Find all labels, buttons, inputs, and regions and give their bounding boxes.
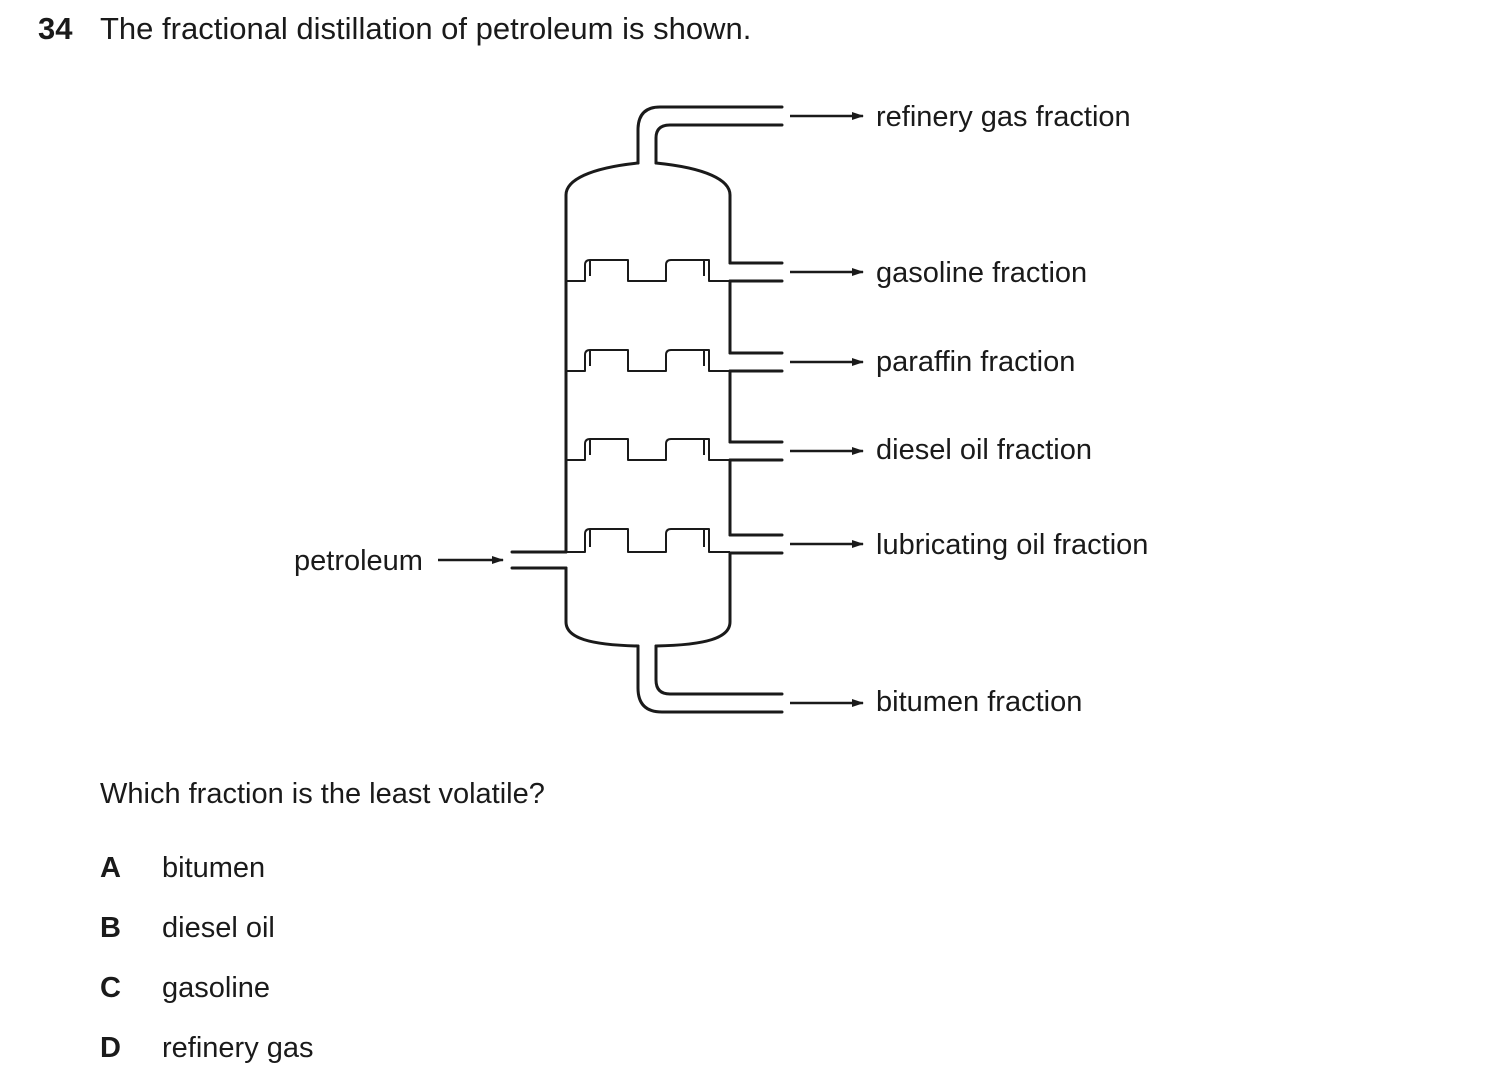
arrows (438, 112, 864, 707)
tray-2-lip (589, 350, 705, 366)
outlet-gasoline (728, 261, 784, 283)
outlet-paraffin (728, 351, 784, 373)
tray-3-lip (589, 439, 705, 455)
fractional-distillation-diagram: petroleum refinery gas fraction gasoline… (294, 101, 1148, 718)
question-number: 34 (38, 11, 73, 46)
option-letter: B (100, 912, 121, 944)
question-prompt: Which fraction is the least volatile? (100, 778, 545, 810)
column-left-wall-lower (564, 566, 640, 648)
outlet-diesel (728, 440, 784, 462)
option-text: bitumen (162, 852, 266, 884)
label-bitumen: bitumen fraction (876, 686, 1082, 718)
option-letter: D (100, 1032, 121, 1064)
option-text: refinery gas (162, 1032, 314, 1064)
option-letter: A (100, 852, 121, 884)
column-left-wall-upper (564, 161, 640, 554)
bottom-pipe-inner (654, 644, 784, 696)
column-right-wall-bottom (654, 551, 732, 648)
outlet-lubricating (728, 533, 784, 555)
question-text: The fractional distillation of petroleum… (100, 11, 752, 46)
tray-4 (566, 528, 730, 553)
column-right-wall-top (654, 161, 732, 265)
label-lubricating: lubricating oil fraction (876, 529, 1148, 561)
tray-2 (566, 349, 730, 372)
option-text: gasoline (162, 972, 271, 1004)
option-letter: C (100, 972, 121, 1004)
tray-4-lip (589, 529, 705, 547)
column (510, 105, 784, 714)
tray-1 (566, 259, 730, 282)
tray-1-lip (589, 260, 705, 276)
label-refinery-gas: refinery gas fraction (876, 101, 1131, 133)
option-text: diesel oil (162, 912, 275, 944)
label-petroleum: petroleum (294, 545, 423, 577)
label-gasoline: gasoline fraction (876, 257, 1087, 289)
label-diesel: diesel oil fraction (876, 434, 1092, 466)
trays (566, 259, 730, 553)
top-pipe-outer (636, 105, 784, 165)
bottom-pipe-outer (636, 644, 784, 714)
top-pipe-inner (654, 123, 784, 165)
tray-3 (566, 438, 730, 461)
label-paraffin: paraffin fraction (876, 346, 1075, 378)
inlet-pipe (510, 550, 568, 570)
